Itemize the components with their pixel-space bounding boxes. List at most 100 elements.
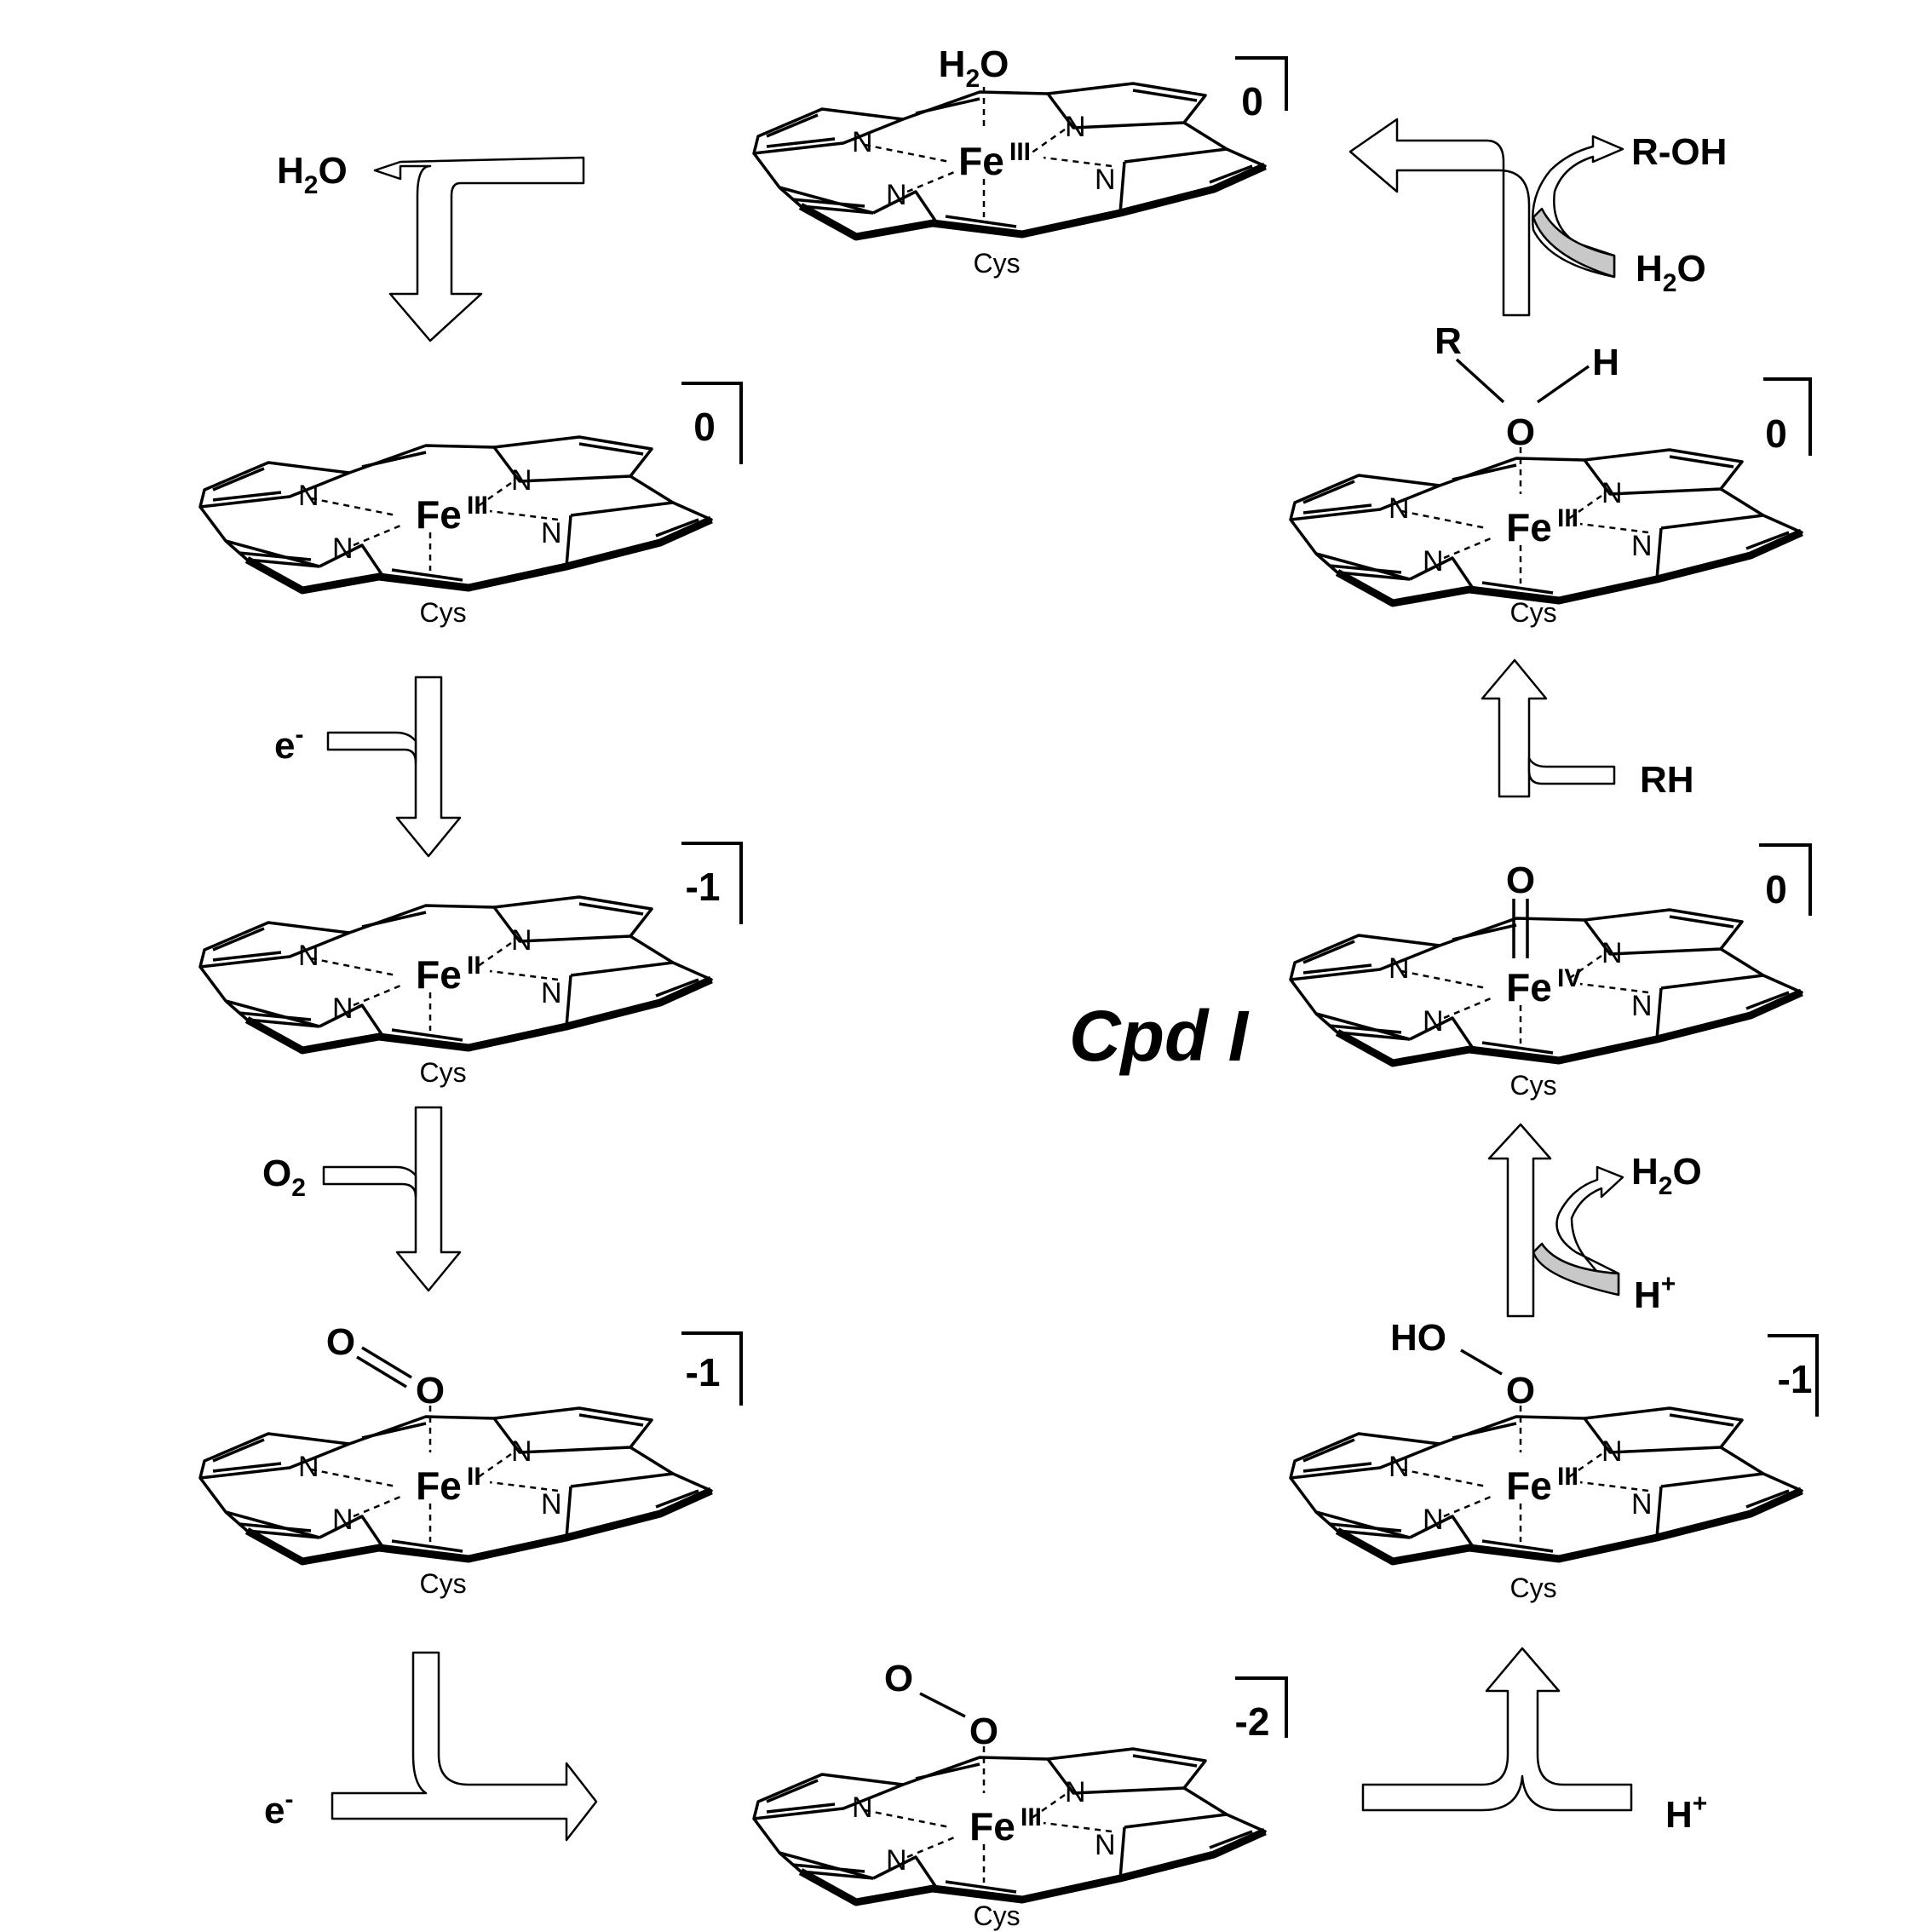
cys-label: Cys (419, 597, 466, 628)
hydrogen-atom: H (1592, 342, 1619, 383)
oxidation-state: III (1009, 138, 1031, 166)
charge-label: -2 (1235, 1699, 1270, 1744)
cys-label: Cys (419, 1568, 466, 1599)
oxygen-in-label: O2 (262, 1153, 306, 1202)
oxidation-state: III (1557, 1463, 1578, 1491)
water-in-label: H2O (1636, 248, 1706, 297)
charge-label: 0 (1765, 411, 1787, 456)
oxygen-atom: O (416, 1370, 445, 1412)
water-ligand: H2O (939, 43, 1009, 93)
iron-label: Fe (416, 1463, 462, 1508)
cys-label: Cys (419, 1057, 466, 1088)
charge-label: 0 (1765, 867, 1787, 911)
nitrogen-atom: N (541, 977, 562, 1009)
nitrogen-atom: N (1095, 1829, 1116, 1861)
cys-label: Cys (1509, 1070, 1556, 1101)
nitrogen-atom: N (852, 126, 873, 158)
hydroxyl-group: HO (1390, 1317, 1446, 1359)
heme-1: N N N N Fe III Cys H2O 0 (754, 43, 1288, 279)
arrow-step-4 (331, 1651, 598, 1842)
nitrogen-atom: N (332, 1504, 354, 1536)
oxygen-atom: O (1506, 1370, 1535, 1412)
cys-label: Cys (973, 248, 1020, 279)
iron-label: Fe (1506, 965, 1552, 1009)
heme-8: N N N N Fe III Cys O R H 0 (1291, 320, 1812, 628)
nitrogen-atom: N (886, 1844, 907, 1877)
oxidation-state: III (1557, 504, 1578, 532)
arrow-step-6 (1487, 1123, 1552, 1318)
water-released-label: H2O (277, 150, 348, 199)
arrow-step-2 (395, 676, 462, 858)
charge-label: -1 (686, 865, 721, 909)
nitrogen-atom: N (1601, 1435, 1623, 1468)
heme-4: N N N N Fe II Cys O O -1 (200, 1321, 743, 1599)
oxygen-atom: O (1506, 411, 1535, 453)
iron-label: Fe (1506, 1463, 1552, 1508)
oxidation-state: III (1021, 1803, 1042, 1831)
nitrogen-atom: N (1389, 952, 1410, 985)
arrow-step-7 (1481, 658, 1548, 798)
proton-water-feed (1555, 1165, 1624, 1297)
arrow-step-1 (373, 156, 585, 342)
oxidation-state: IV (1557, 964, 1581, 992)
nitrogen-atom: N (298, 1451, 319, 1483)
nitrogen-atom: N (1389, 1451, 1410, 1483)
nitrogen-atom: N (298, 480, 319, 512)
oxygen-atom: O (969, 1711, 998, 1752)
nitrogen-atom: N (1095, 164, 1116, 196)
proton-label-1: H+ (1665, 1790, 1707, 1836)
iron-label: Fe (416, 492, 462, 537)
oxidation-state: II (467, 952, 481, 980)
nitrogen-atom: N (511, 924, 532, 957)
nitrogen-atom: N (1065, 1776, 1086, 1808)
nitrogen-atom: N (1423, 1504, 1444, 1536)
charge-label: 0 (693, 405, 716, 449)
oxygen-atom: O (326, 1321, 355, 1363)
oxidation-state: II (467, 1463, 481, 1491)
arrow-step-8 (1348, 118, 1531, 317)
iron-label: Fe (416, 952, 462, 997)
water-out-label: H2O (1631, 1151, 1702, 1200)
iron-label: Fe (958, 139, 1004, 183)
heme-7: N N N N Fe IV Cys O 0 (1291, 843, 1812, 1101)
nitrogen-atom: N (511, 1435, 532, 1468)
nitrogen-atom: N (511, 464, 532, 497)
nitrogen-atom: N (1631, 530, 1653, 562)
charge-label: -1 (1778, 1357, 1813, 1401)
nitrogen-atom: N (1601, 477, 1623, 509)
r-group: R (1435, 320, 1462, 362)
nitrogen-atom: N (1389, 492, 1410, 525)
nitrogen-atom: N (1423, 545, 1444, 578)
nitrogen-atom: N (852, 1791, 873, 1824)
iron-label: Fe (969, 1804, 1015, 1849)
oxidation-state: III (467, 492, 488, 520)
electron-label-1: e- (274, 721, 303, 767)
arrow-step-5 (1361, 1647, 1633, 1812)
nitrogen-atom: N (1631, 990, 1653, 1022)
charge-label: 0 (1241, 79, 1263, 124)
electron-feed-1 (326, 731, 417, 764)
nitrogen-atom: N (541, 1488, 562, 1521)
substrate-feed (1527, 756, 1616, 785)
nitrogen-atom: N (886, 179, 907, 211)
heme-3: N N N N Fe II Cys -1 (200, 842, 743, 1088)
cys-label: Cys (973, 1900, 1020, 1931)
nitrogen-atom: N (298, 940, 319, 972)
nitrogen-atom: N (1065, 111, 1086, 143)
heme-6: N N N N Fe III Cys O HO -1 (1291, 1317, 1819, 1603)
nitrogen-atom: N (1601, 937, 1623, 969)
nitrogen-atom: N (1631, 1488, 1653, 1521)
charge-label: -1 (686, 1350, 721, 1394)
cys-label: Cys (1509, 597, 1556, 628)
product-label: R-OH (1631, 131, 1727, 173)
nitrogen-atom: N (1423, 1005, 1444, 1038)
heme-5: N N N N Fe III Cys O O -2 (754, 1658, 1288, 1931)
proton-label-2: H+ (1634, 1270, 1676, 1316)
oxygen-feed (322, 1165, 417, 1199)
cys-label: Cys (1509, 1573, 1556, 1603)
electron-label-2: e- (264, 1785, 293, 1831)
nitrogen-atom: N (332, 532, 354, 565)
heme-2: N N N N Fe III Cys 0 (200, 382, 743, 628)
